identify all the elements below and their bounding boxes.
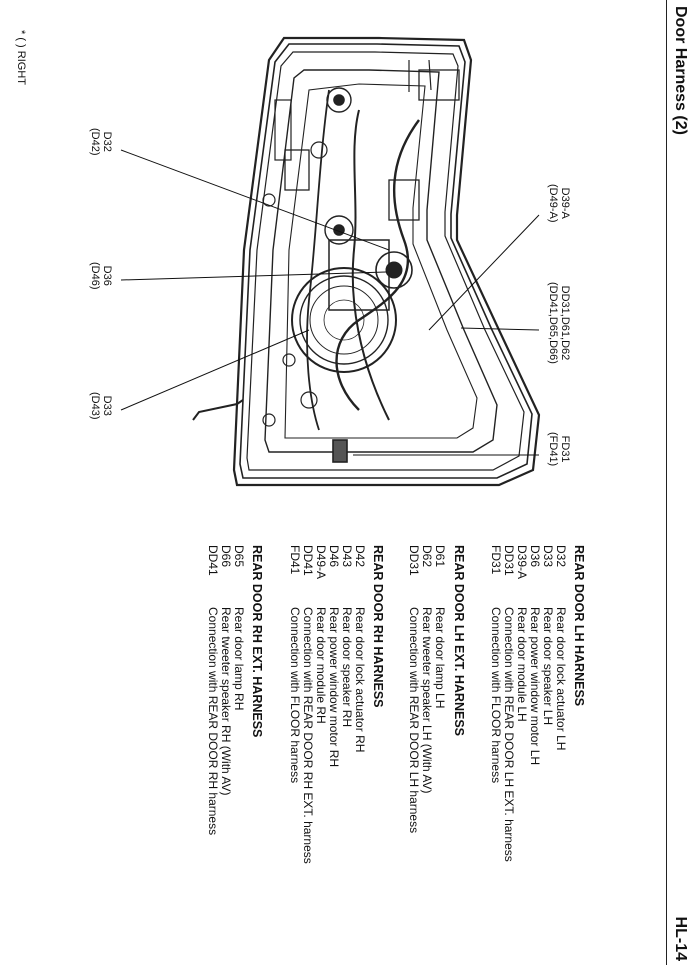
row-code: D43	[340, 545, 354, 568]
table-row: D49-A Rear door module RH	[314, 545, 328, 724]
callout-leaders	[120, 149, 540, 456]
table-row: D36Rear power window motor LH	[528, 545, 542, 765]
row-code: FD41	[288, 545, 302, 575]
callout-line: FD31	[559, 435, 571, 463]
callout-d33: D33 (D43)	[89, 392, 113, 420]
door-outline	[192, 36, 541, 487]
row-code: D46	[327, 545, 341, 568]
row-code: DD31	[407, 545, 421, 576]
row-code: DD41	[301, 545, 315, 576]
row-desc: Rear power window motor LH	[528, 607, 542, 766]
callout-line: D36	[101, 265, 113, 286]
table-row: D43Rear door speaker RH	[340, 545, 354, 727]
row-code: D36	[528, 545, 542, 568]
row-code: D39-A	[515, 545, 529, 580]
row-code: DD31	[502, 545, 516, 576]
right-side-note: * ( ) RIGHT	[15, 30, 27, 85]
row-desc: Rear door lock actuator LH	[554, 607, 568, 751]
callout-line: (DD41,D65,D66)	[547, 282, 559, 364]
row-code: D49-A	[314, 545, 328, 580]
row-desc: Connection with FLOOR harness	[288, 607, 302, 784]
row-desc: Rear door lamp RH	[232, 607, 246, 711]
table-row: D62Rear tweeter speaker LH (With AV)	[420, 545, 434, 794]
callout-d32: D32 (D42)	[89, 128, 113, 156]
callout-line: D39-A	[559, 187, 571, 219]
row-code: D66	[219, 545, 233, 568]
callout-d39a: D39-A (D49-A)	[547, 184, 571, 223]
row-desc: Rear door module LH	[515, 607, 529, 722]
section-title-rh-ext: REAR DOOR RH EXT. HARNESS	[250, 545, 264, 738]
row-desc: Rear door speaker LH	[541, 607, 555, 726]
callout-dd31: DD31,D61,D62 (DD41,D65,D66)	[547, 282, 571, 364]
row-desc: Connection with REAR DOOR LH harness	[407, 607, 421, 834]
row-desc: Rear door module RH	[314, 607, 328, 724]
row-desc: Rear tweeter speaker RH (With AV)	[219, 607, 233, 796]
row-code: D33	[541, 545, 555, 568]
callout-line: (FD41)	[547, 432, 559, 467]
row-desc: Rear tweeter speaker LH (With AV)	[420, 607, 434, 794]
row-code: D32	[554, 545, 568, 568]
table-row: DD41Connection with REAR DOOR RH harness	[206, 545, 220, 835]
callout-line: D32	[101, 131, 113, 152]
callout-line: (D46)	[89, 262, 101, 290]
callout-line: (D43)	[89, 392, 101, 420]
table-row: D65Rear door lamp RH	[232, 545, 246, 710]
table-row: FD41Connection with FLOOR harness	[288, 545, 302, 783]
row-desc: Rear door lock actuator RH	[353, 607, 367, 753]
table-row: DD31Connection with REAR DOOR LH harness	[407, 545, 421, 833]
row-desc: Connection with REAR DOOR LH EXT. harnes…	[502, 607, 516, 862]
table-row: D42Rear door lock actuator RH	[353, 545, 367, 752]
row-desc: Rear door speaker RH	[340, 607, 354, 728]
row-desc: Connection with REAR DOOR RH EXT. harnes…	[301, 607, 315, 864]
table-row: D46Rear power window motor RH	[327, 545, 341, 767]
table-row: DD41Connection with REAR DOOR RH EXT. ha…	[301, 545, 315, 864]
row-code: FD31	[489, 545, 503, 575]
row-desc: Connection with REAR DOOR RH harness	[206, 607, 220, 836]
table-row: DD31Connection with REAR DOOR LH EXT. ha…	[502, 545, 516, 862]
row-code: D62	[420, 545, 434, 568]
callout-line: DD31,D61,D62	[559, 285, 571, 361]
callout-line: (D42)	[89, 128, 101, 156]
row-code: D42	[353, 545, 367, 568]
section-title-lh-ext: REAR DOOR LH EXT. HARNESS	[452, 545, 466, 736]
table-row: D66Rear tweeter speaker RH (With AV)	[219, 545, 233, 796]
table-row: D61Rear door lamp LH	[433, 545, 447, 708]
callout-line: D33	[101, 395, 113, 416]
table-row: D32Rear door lock actuator LH	[554, 545, 568, 750]
callout-line: (D49-A)	[547, 184, 559, 223]
row-desc: Rear door lamp LH	[433, 607, 447, 709]
row-desc: Rear power window motor RH	[327, 607, 341, 768]
callout-d36: D36 (D46)	[89, 262, 113, 290]
callout-fd31: FD31 (FD41)	[547, 432, 571, 466]
row-code: DD41	[206, 545, 220, 576]
table-row: FD31Connection with FLOOR harness	[489, 545, 503, 783]
row-code: D65	[232, 545, 246, 568]
section-title-rh: REAR DOOR RH HARNESS	[371, 545, 385, 708]
table-row: D39-A Rear door module LH	[515, 545, 529, 722]
row-code: D61	[433, 545, 447, 568]
section-title-lh: REAR DOOR LH HARNESS	[572, 545, 586, 707]
row-desc: Connection with FLOOR harness	[489, 607, 503, 784]
table-row: D33Rear door speaker LH	[541, 545, 555, 725]
